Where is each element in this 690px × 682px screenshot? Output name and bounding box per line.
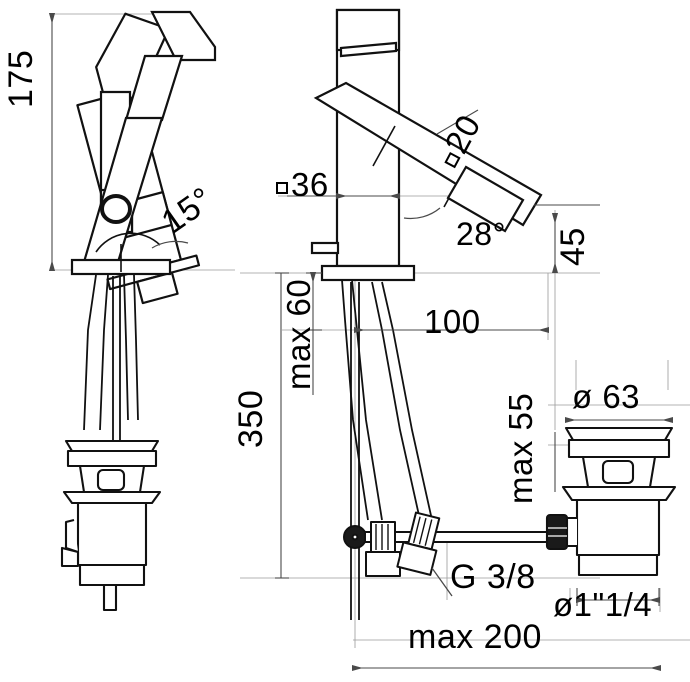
label-diameter-63: ø 63 bbox=[572, 378, 641, 415]
label-28-degrees: 28° bbox=[456, 216, 506, 252]
label-max-60: max 60 bbox=[280, 278, 317, 390]
center-view-spout bbox=[313, 81, 543, 233]
center-view-hose-fittings bbox=[365, 511, 441, 577]
label-max-55: max 55 bbox=[502, 392, 539, 504]
label-max-200: max 200 bbox=[408, 618, 542, 656]
label-g-3-8: G 3/8 bbox=[450, 558, 536, 596]
right-view-drain-assembly bbox=[545, 426, 677, 577]
label-45: 45 bbox=[554, 227, 592, 266]
label-100: 100 bbox=[424, 303, 481, 340]
left-view-detail bbox=[70, 10, 217, 276]
left-view-hoses bbox=[83, 274, 139, 440]
label-175: 175 bbox=[2, 49, 40, 108]
label-square-36: 36 bbox=[276, 168, 329, 201]
label-350: 350 bbox=[232, 389, 270, 448]
dimension-20 bbox=[436, 109, 479, 135]
center-view-hoses bbox=[341, 279, 433, 620]
left-view-drain-assembly bbox=[60, 439, 162, 612]
dimension-lines bbox=[48, 12, 674, 672]
label-drain-diameter: ø1"1/4 bbox=[553, 586, 653, 623]
square-section-icon bbox=[276, 182, 288, 194]
